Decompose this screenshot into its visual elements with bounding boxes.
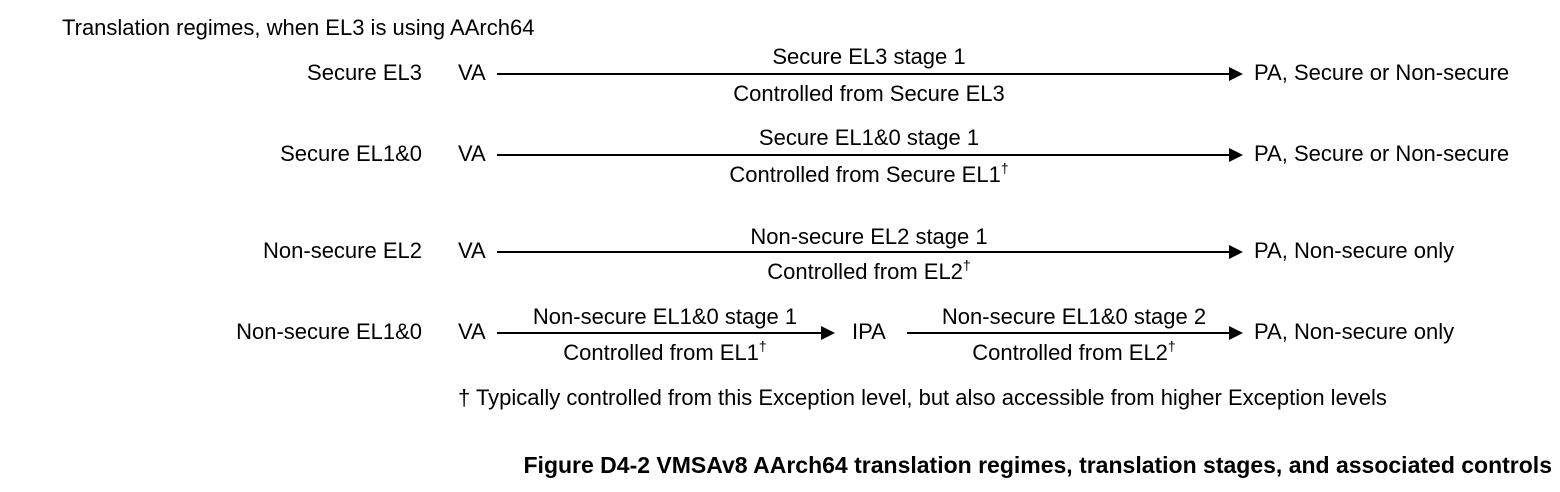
translation-arrow [497, 67, 1243, 81]
stage-label: Non-secure EL2 stage 1 [750, 224, 988, 249]
control-label: Controlled from Secure EL1† [729, 160, 1009, 187]
va-label: VA [458, 141, 486, 166]
va-label: VA [458, 319, 486, 344]
regime-label-non-secure-el1-0: Non-secure EL1&0 [236, 319, 422, 344]
pa-label: PA, Secure or Non-secure [1254, 141, 1510, 166]
control-label: Controlled from EL2† [767, 257, 971, 284]
va-label: VA [458, 60, 486, 85]
control-label: Controlled from Secure EL3 [733, 81, 1005, 106]
ipa-label: IPA [852, 319, 886, 344]
stage1-label: Non-secure EL1&0 stage 1 [532, 304, 798, 329]
stage-label: Secure EL3 stage 1 [772, 44, 966, 69]
control2-label: Controlled from EL2† [972, 338, 1176, 365]
footnote: † Typically controlled from this Excepti… [458, 385, 1387, 410]
control1-label: Controlled from EL1† [563, 338, 767, 365]
pa-label: PA, Non-secure only [1254, 238, 1455, 263]
regime-label-secure-el3: Secure EL3 [307, 60, 422, 85]
stage2-arrow [907, 326, 1243, 340]
translation-arrow [497, 245, 1243, 259]
pa-label: PA, Secure or Non-secure [1254, 60, 1510, 85]
stage2-label: Non-secure EL1&0 stage 2 [941, 304, 1207, 329]
stage1-arrow [497, 326, 835, 340]
va-label: VA [458, 238, 486, 263]
translation-arrow [497, 148, 1243, 162]
regime-label-secure-el1-0: Secure EL1&0 [280, 141, 422, 166]
diagram-title: Translation regimes, when EL3 is using A… [62, 15, 535, 40]
pa-label: PA, Non-secure only [1254, 319, 1455, 344]
stage-label: Secure EL1&0 stage 1 [758, 125, 980, 150]
regime-label-non-secure-el2: Non-secure EL2 [263, 238, 422, 263]
figure-caption: Figure D4-2 VMSAv8 AArch64 translation r… [523, 452, 1553, 478]
